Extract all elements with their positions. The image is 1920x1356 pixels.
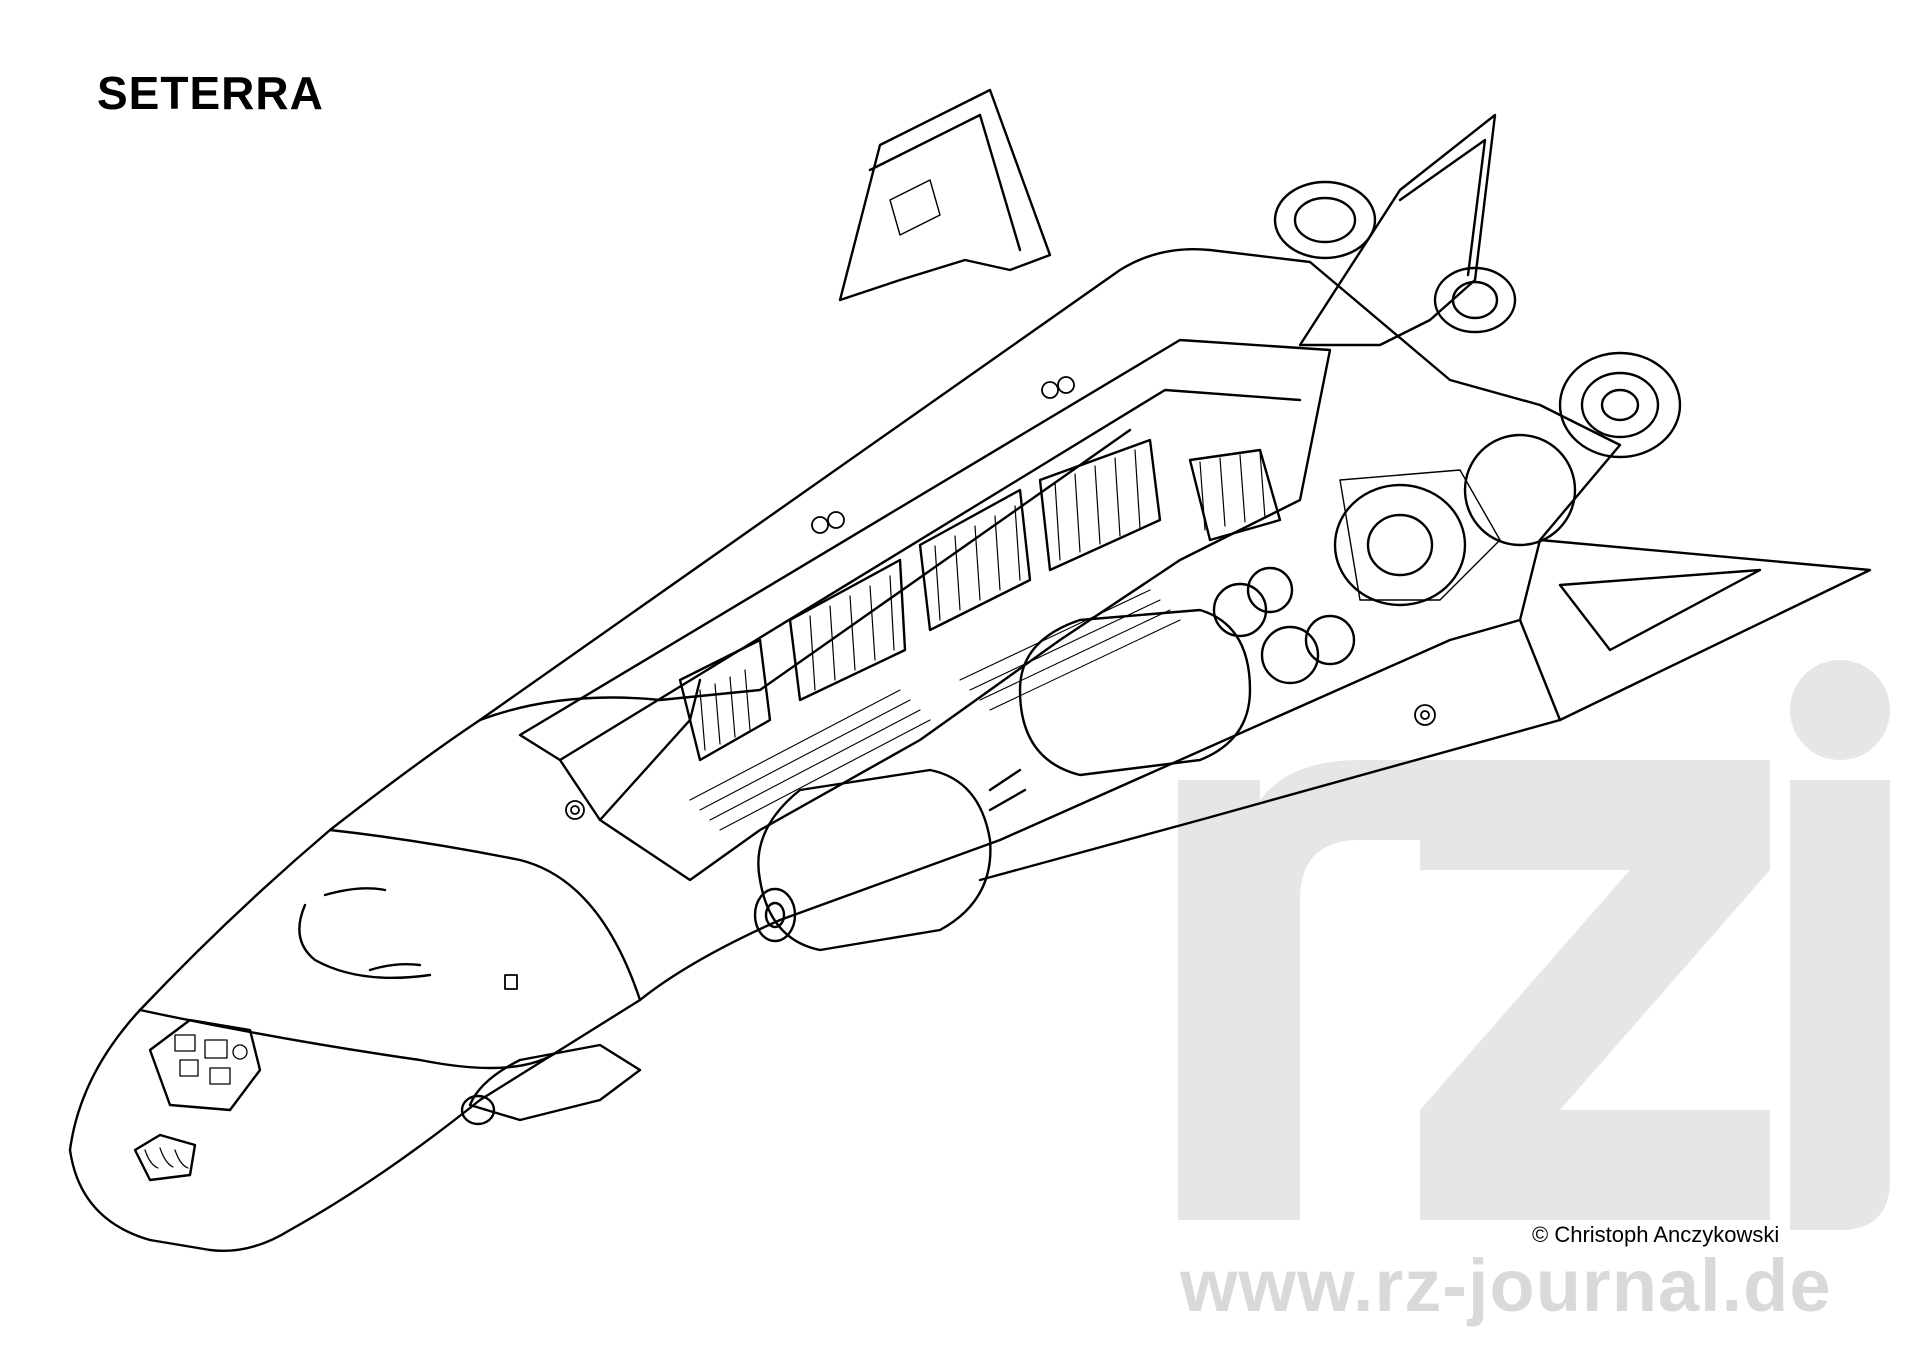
propellant-tanks — [753, 566, 1356, 952]
nose-equipment — [133, 1018, 642, 1182]
cargo-bay — [518, 338, 1332, 882]
copyright-credit: © Christoph Anczykowski — [1532, 1222, 1780, 1247]
diagram-title: SETERRA — [97, 67, 324, 119]
hatches — [504, 376, 1436, 990]
fuselage-outline — [68, 248, 1622, 1252]
watermark-url: www.rz-journal.de — [1180, 1244, 1832, 1327]
vertical-fins — [838, 88, 1497, 347]
engines — [1273, 180, 1682, 607]
right-wing — [978, 538, 1872, 882]
